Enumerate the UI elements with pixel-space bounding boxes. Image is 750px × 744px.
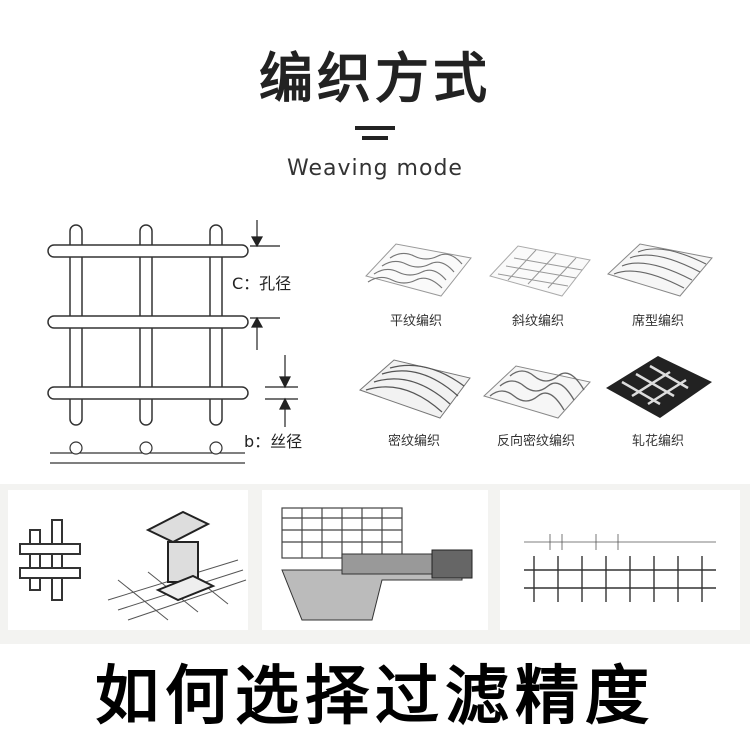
magnifier-illustration bbox=[19, 510, 247, 621]
weave-label: 平纹编织 bbox=[389, 314, 442, 329]
page-subtitle: Weaving mode bbox=[287, 156, 463, 181]
micrometer-illustration bbox=[281, 507, 473, 621]
aperture-label: C：孔径 bbox=[232, 274, 292, 293]
mesh-measure-panel bbox=[500, 490, 740, 630]
page-title: 编织方式 bbox=[259, 47, 491, 110]
weave-label: 席型编织 bbox=[631, 314, 684, 329]
mesh-measure-illustration bbox=[524, 534, 716, 602]
magnifier-panel bbox=[8, 490, 248, 630]
footer-banner: 如何选择过滤精度 bbox=[95, 660, 655, 734]
reverse-dense-weave-icon bbox=[483, 365, 591, 419]
plain-weave-icon bbox=[365, 243, 472, 297]
weave-label: 轧花编织 bbox=[631, 434, 684, 449]
wire-diameter-label: b：丝径 bbox=[244, 432, 303, 451]
mesh-dimension-diagram bbox=[47, 220, 298, 464]
dense-weave-icon bbox=[359, 359, 471, 419]
twill-weave-icon bbox=[489, 245, 591, 297]
weave-label: 反向密纹编织 bbox=[496, 434, 575, 449]
weave-label: 密纹编织 bbox=[387, 434, 440, 449]
equals-divider bbox=[355, 126, 395, 140]
weave-label: 斜纹编织 bbox=[511, 314, 564, 329]
micrometer-panel bbox=[262, 490, 488, 630]
dutch-weave-icon bbox=[607, 243, 713, 297]
inspection-band bbox=[0, 484, 750, 644]
crimped-weave-icon bbox=[606, 356, 712, 418]
